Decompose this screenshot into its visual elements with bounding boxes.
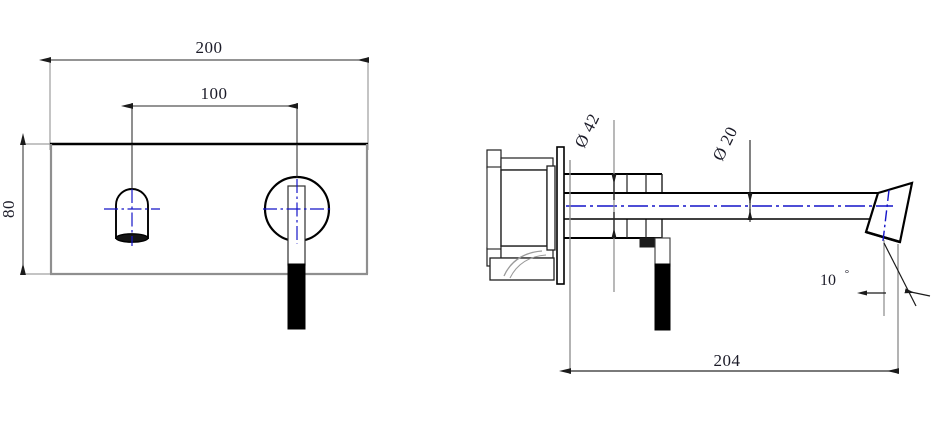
body-curved-face-inner <box>509 254 547 279</box>
dimension-plate-height-80: 80 <box>0 133 52 275</box>
body-lug-top <box>486 149 502 169</box>
centerline-aerator <box>882 189 890 242</box>
wall-mount-valve-body <box>486 149 556 281</box>
degree-symbol-icon: ° <box>845 268 849 280</box>
body-curved-face <box>503 250 543 277</box>
body-main-block <box>500 169 548 247</box>
body-collar <box>546 165 556 251</box>
centerline-outlet <box>104 189 160 246</box>
dimension-spacing-100: 100 <box>121 84 298 192</box>
dimension-spout-projection: 204 <box>559 160 899 374</box>
dimension-label-angle-10: 10 <box>820 272 836 289</box>
dimension-label-100: 100 <box>201 84 228 103</box>
side-view-group: Ø 42 Ø 20 204 10 ° <box>486 110 931 374</box>
dimension-label-diameter-42: Ø 42 <box>571 110 604 150</box>
dimension-plate-width: 200 <box>39 38 369 150</box>
lever-lower-black <box>654 263 671 331</box>
angle-arrow-right <box>904 288 931 297</box>
body-back-face <box>486 166 502 250</box>
dimension-escutcheon-diameter: Ø 42 <box>571 110 617 292</box>
front-view-group: 200 100 80 <box>0 38 369 330</box>
angle-leader-line <box>883 242 917 307</box>
aerator-left-edge <box>865 192 879 233</box>
lever-handle-front <box>287 185 306 330</box>
lever-lower-black <box>287 263 306 330</box>
body-bottom-shoulder <box>500 245 554 259</box>
body-lower-extension <box>489 257 555 281</box>
centerline-handle <box>263 179 331 244</box>
flange-plate-edge <box>556 146 565 285</box>
dimension-label-204: 204 <box>714 351 741 370</box>
body-top-shoulder <box>500 157 554 171</box>
aerator-head <box>864 181 914 244</box>
dimension-label-diameter-20: Ø 20 <box>709 123 742 163</box>
cover-plate <box>49 142 369 276</box>
dimension-spout-diameter: Ø 20 <box>709 123 753 222</box>
lever-handle-side <box>639 237 671 331</box>
lever-pivot-cap <box>639 237 655 248</box>
dimension-aerator-angle: 10 ° <box>820 240 931 316</box>
spout-tube-assembly <box>564 173 878 239</box>
dimension-label-80: 80 <box>0 200 18 218</box>
wall-flange-edge <box>556 146 565 285</box>
lever-upper-white <box>654 237 671 267</box>
dimension-label-200: 200 <box>196 38 223 57</box>
